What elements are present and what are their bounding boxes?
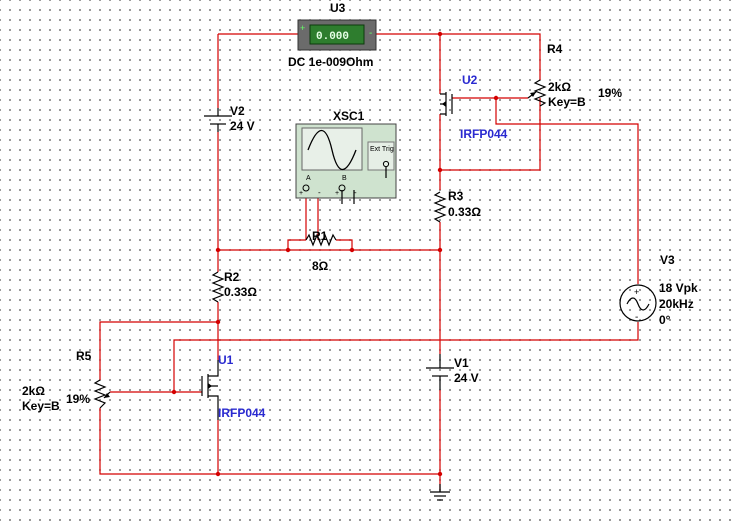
- v3-sine-icon: [626, 297, 650, 311]
- wire-top-right[interactable]: [376, 33, 541, 80]
- xsc1-ext-trig: Ext Trig: [370, 146, 394, 153]
- v3-minus: -: [635, 312, 638, 323]
- r3-value: 0.33Ω: [448, 205, 481, 219]
- r5-value: 2kΩ: [22, 384, 45, 398]
- r1-value: 8Ω: [312, 259, 329, 273]
- v3-ac-source[interactable]: V3 + - 18 Vpk 20kHz 0°: [619, 253, 698, 327]
- v1-value: 24 V: [454, 371, 479, 385]
- r3-zigzag: [433, 191, 447, 223]
- xsc1-b-plus: +: [335, 190, 339, 197]
- wire-r1-left[interactable]: [287, 239, 306, 250]
- u2-mosfet[interactable]: U2 IRFP044: [440, 73, 508, 141]
- r3-ref: R3: [448, 189, 464, 203]
- r4-percent: 19%: [598, 86, 622, 100]
- xsc1-b-minus: -: [354, 188, 357, 197]
- xsc1-trig-terminal[interactable]: [382, 160, 390, 168]
- xsc1-b-label: B: [342, 175, 347, 182]
- u2-ref: U2: [462, 73, 478, 87]
- r1-zigzag: [305, 233, 337, 247]
- r4-key: Key=B: [548, 95, 586, 109]
- u1-ref: U1: [218, 353, 234, 367]
- r5-wiper-arrow-icon: [104, 393, 110, 398]
- r2-value: 0.33Ω: [224, 285, 257, 299]
- xsc1-a-label: A: [306, 175, 311, 182]
- wire-bottom-rail[interactable]: [99, 408, 440, 475]
- r2-ref: R2: [224, 270, 240, 284]
- v1-ref: V1: [454, 356, 469, 370]
- r4-value: 2kΩ: [548, 80, 571, 94]
- u1-arrow-icon: [208, 383, 212, 389]
- u3-plus: +: [300, 23, 305, 33]
- u2-part: IRFP044: [460, 127, 508, 141]
- v3-ref: V3: [660, 253, 675, 267]
- r1-resistor[interactable]: R1 8Ω: [305, 229, 337, 273]
- xsc1-a-plus: +: [299, 190, 303, 197]
- v1-battery[interactable]: V1 24 V: [426, 354, 479, 390]
- u1-part: IRFP044: [218, 406, 266, 420]
- r5-zigzag: [93, 379, 107, 409]
- u3-minus: -: [369, 28, 372, 39]
- xsc1-oscilloscope[interactable]: XSC1 Ext Trig A B + - + -: [295, 109, 397, 204]
- xsc1-leads: [341, 167, 387, 204]
- r4-zigzag: [533, 79, 547, 107]
- r2-resistor[interactable]: R2 0.33Ω: [211, 270, 257, 303]
- r2-zigzag: [211, 271, 225, 303]
- ac-source-icon: [619, 284, 657, 322]
- r5-percent: 19%: [66, 392, 90, 406]
- v3-frequency: 20kHz: [659, 297, 694, 311]
- r5-potentiometer[interactable]: R5 2kΩ 19% Key=B: [22, 349, 111, 413]
- u2-arrow-icon: [442, 101, 446, 107]
- u3-label: DC 1e-009Ohm: [288, 55, 373, 69]
- wire-v3-bottom[interactable]: [173, 322, 639, 392]
- r5-key: Key=B: [22, 399, 60, 413]
- ground-icon[interactable]: [430, 484, 450, 501]
- wire-r4-loop[interactable]: [440, 98, 541, 171]
- v3-amplitude: 18 Vpk: [659, 281, 698, 295]
- xsc1-a-plus-terminal[interactable]: [302, 184, 310, 192]
- u3-display: 0.000: [316, 31, 349, 43]
- xsc1-trig-box: [367, 141, 395, 171]
- xsc1-a-minus: -: [318, 188, 321, 197]
- r5-ref: R5: [76, 349, 92, 363]
- wire-r5-top[interactable]: [99, 321, 218, 380]
- v3-phase: 0°: [659, 313, 671, 327]
- u3-screen: [309, 24, 365, 45]
- wire-v3-top[interactable]: [495, 98, 639, 284]
- wire-r1-right[interactable]: [336, 239, 353, 250]
- r4-wiper-arrow-icon: [530, 92, 536, 97]
- u1-leads: [208, 360, 219, 420]
- r4-potentiometer[interactable]: R4 2kΩ 19% Key=B: [527, 42, 622, 109]
- wires: [99, 33, 639, 490]
- r3-resistor[interactable]: R3 0.33Ω: [433, 189, 481, 223]
- v2-value: 24 V: [230, 119, 255, 133]
- xsc1-ref: XSC1: [333, 109, 365, 123]
- r4-ref: R4: [547, 42, 563, 56]
- u1-mosfet[interactable]: U1 IRFP044: [201, 353, 266, 420]
- u3-ref: U3: [330, 1, 346, 15]
- u3-multimeter[interactable]: U3 0.000 + - DC 1e-009Ohm: [288, 1, 377, 69]
- xsc1-waveform: [307, 129, 357, 171]
- v2-ref: V2: [230, 104, 245, 118]
- r1-ref: R1: [312, 229, 328, 243]
- v2-battery[interactable]: V2 24 V: [204, 104, 255, 133]
- junctions: [171, 31, 499, 477]
- v3-plus: +: [634, 287, 639, 297]
